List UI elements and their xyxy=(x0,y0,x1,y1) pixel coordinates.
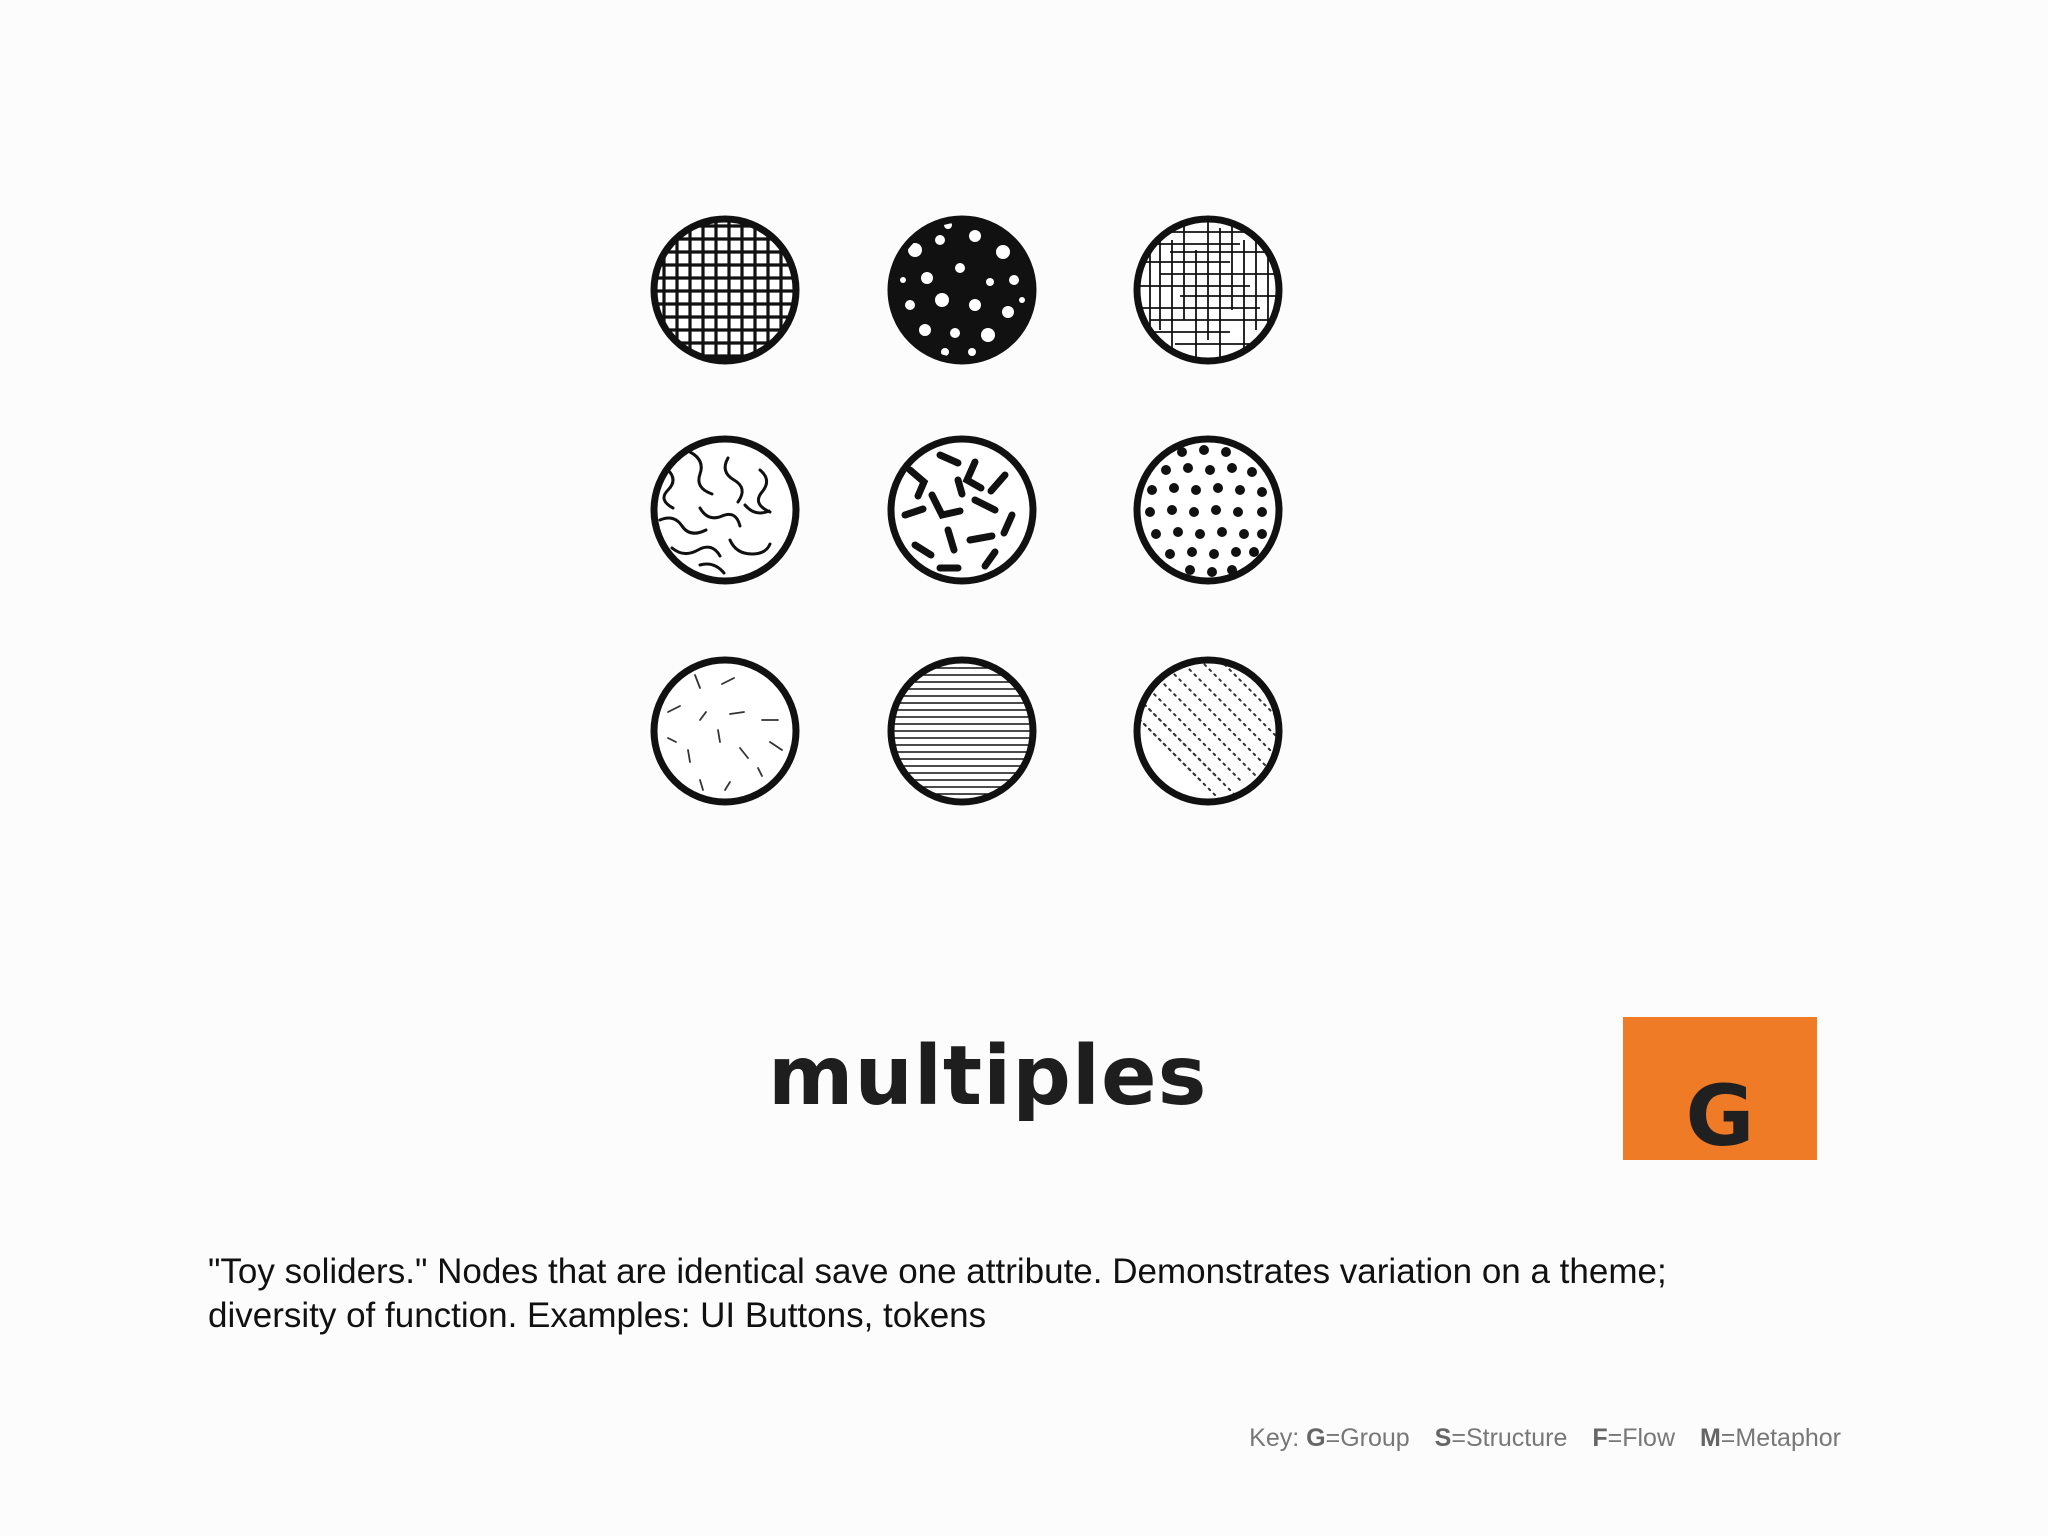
circle-sparse-dashes-pattern xyxy=(650,656,800,806)
category-badge: G xyxy=(1623,1017,1817,1160)
key-label-metaphor: =Metaphor xyxy=(1720,1424,1841,1452)
key-letter-metaphor: M xyxy=(1699,1424,1721,1452)
key-letter-structure: S xyxy=(1434,1424,1452,1452)
key-label-structure: =Structure xyxy=(1451,1424,1568,1452)
key-letter-group: G xyxy=(1306,1424,1326,1452)
slide-title: multiples xyxy=(768,1029,1208,1124)
caption-line-2: diversity of function. Examples: UI Butt… xyxy=(208,1296,987,1335)
badge-letter: G xyxy=(1685,1067,1755,1165)
key-prefix: Key: xyxy=(1249,1424,1300,1452)
caption-line-1: "Toy soliders." Nodes that are identical… xyxy=(208,1252,1667,1291)
circle-grid-pattern xyxy=(650,215,800,365)
circle-blobs-pattern xyxy=(887,215,1037,365)
circle-diagonal-dotted-lines-pattern xyxy=(1133,656,1283,806)
circle-dots-pattern xyxy=(1133,435,1283,585)
key-label-flow: =Flow xyxy=(1607,1424,1675,1452)
circle-crosshatch-pattern xyxy=(1133,215,1283,365)
key-legend: Key: G=Group S=Structure F=Flow M=Metaph… xyxy=(1249,1424,1841,1453)
key-label-group: =Group xyxy=(1325,1424,1410,1452)
key-letter-flow: F xyxy=(1592,1424,1608,1452)
circle-broken-strokes-pattern xyxy=(887,435,1037,585)
circle-squiggles-pattern xyxy=(650,435,800,585)
circle-horizontal-lines-pattern xyxy=(887,656,1037,806)
caption: "Toy soliders." Nodes that are identical… xyxy=(208,1250,1788,1338)
